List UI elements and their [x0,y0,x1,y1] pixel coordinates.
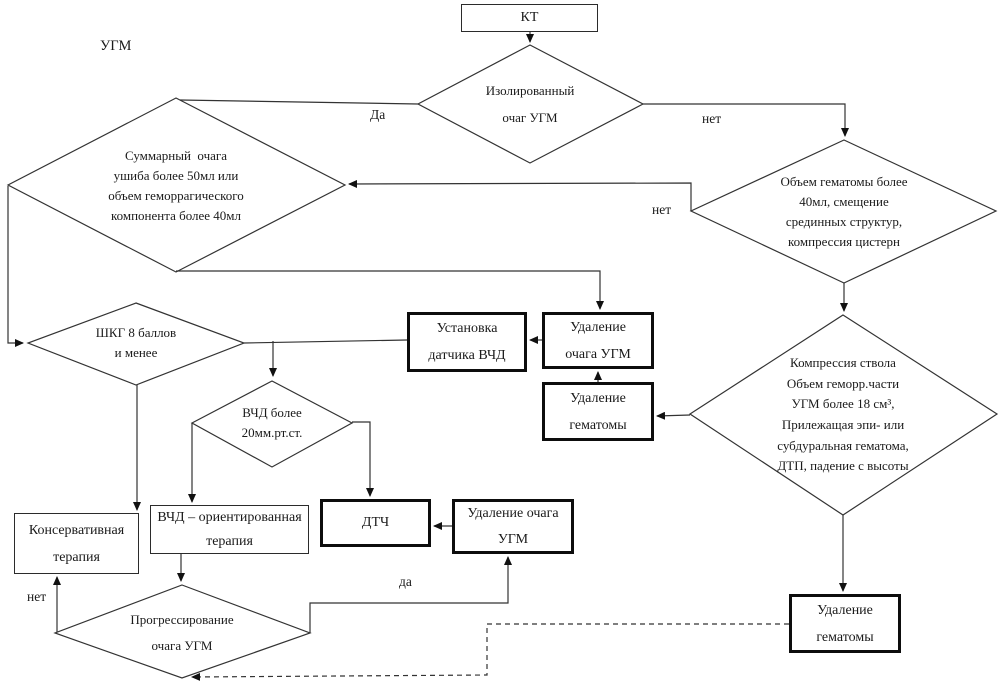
node-conservative-therapy: Консервативная терапия [14,513,139,574]
edge-progression-yes-to-remove-focus-bottom [309,556,512,633]
edge-total-volume-to-remove-focus-mid [176,270,604,310]
page-title: УГМ [100,38,132,54]
node-remove-hematoma-bottom: Удаление гематомы [789,594,901,653]
branch-label-no-top: нет [702,111,722,126]
node-icp-sensor: Установка датчика ВЧД [407,312,527,372]
decision-progression-shape [53,584,312,679]
edge-total-volume-to-gcs [7,186,24,347]
decision-gcs-label: ШКГ 8 баллов и менее [95,324,177,360]
edge-remove-hematoma-bottom-to-progression-dashed [191,623,789,681]
decision-total-volume-shape [6,97,347,273]
decision-total-volume-label: Суммарный очага ушиба более 50мл или объ… [108,147,244,224]
decision-progression-label: Прогрессирование очага УГМ [130,612,234,653]
node-remove-focus-mid: Удаление очага УГМ [542,312,654,369]
decision-hematoma-volume-label: Объем гематомы более 40мл, смещение сред… [780,173,908,250]
branch-label-no-bottom: нет [27,589,47,604]
node-remove-focus-bottom: Удаление очага УГМ [452,499,574,554]
node-dtch: ДТЧ [320,499,431,547]
branch-label-yes-bottom: да [399,574,412,589]
decision-isolated-focus-label: Изолированный очаг УГМ [485,82,575,125]
node-kt: КТ [461,4,598,32]
branch-label-yes-top: Да [370,107,386,122]
decision-icp-high-label: ВЧД более 20мм.рт.ст. [241,404,303,440]
edge-gcs-to-icp-sensor [243,339,408,344]
edge-icp-high-to-dtch [352,421,374,497]
edge-compression-to-remove-hematoma-mid [656,411,691,420]
edge-hematoma-volume-no-to-total-volume [348,179,692,211]
branch-label-no-mid: нет [652,202,672,217]
node-remove-hematoma-mid: Удаление гематомы [542,382,654,441]
decision-compression-label: Компрессия ствола Объем геморр.части УГМ… [777,355,909,474]
edge-isolated-no-to-hematoma-volume [643,103,849,137]
edge-isolated-yes-to-total-volume [179,99,419,105]
decision-isolated-focus-shape [416,44,645,164]
decision-gcs-shape [26,302,246,386]
decision-icp-high-shape [190,380,354,468]
node-icp-oriented-therapy: ВЧД – ориентированная терапия [150,505,309,554]
